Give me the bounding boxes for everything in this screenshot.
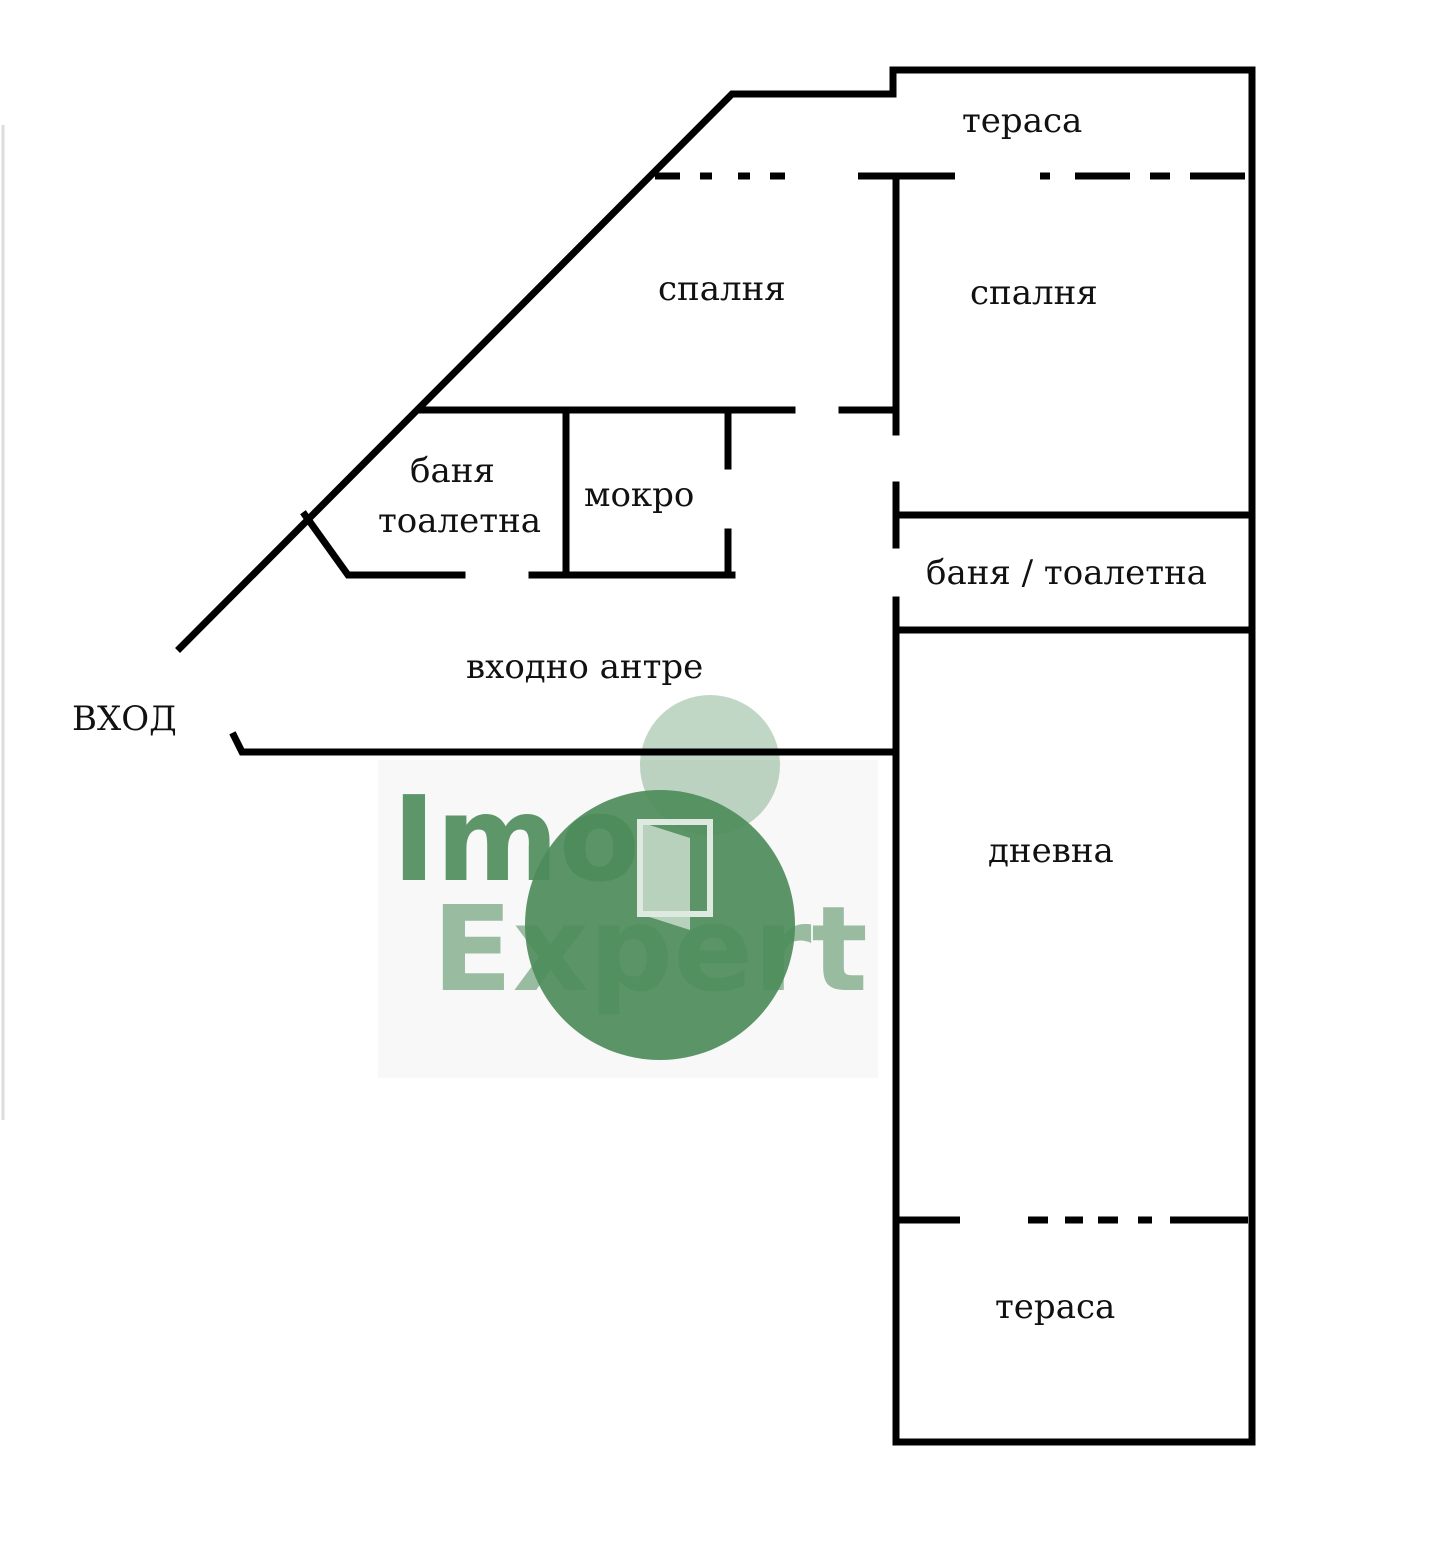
door-icon xyxy=(637,819,713,930)
watermark-circle-faint xyxy=(640,695,780,835)
watermark-line1: Imo xyxy=(392,770,640,908)
interior-walls xyxy=(300,176,1256,649)
label-entry-hall: входно антре xyxy=(466,647,703,687)
label-bath-left-2: тоалетна xyxy=(378,501,541,541)
watermark-logo: Imo Expert xyxy=(378,695,878,1078)
watermark-circle xyxy=(525,790,795,1060)
label-bedroom-right: спалня xyxy=(970,273,1098,313)
label-wet-room: мокро xyxy=(584,475,694,515)
label-living-room: дневна xyxy=(988,831,1114,871)
outer-walls xyxy=(175,66,1256,1446)
label-bath-right: баня / тоалетна xyxy=(926,553,1207,593)
label-entrance: ВХОД xyxy=(72,699,177,739)
label-terrace-top: тераса xyxy=(962,101,1082,141)
label-terrace-bottom: тераса xyxy=(995,1287,1115,1327)
label-bedroom-left: спалня xyxy=(658,269,786,309)
label-bath-left-1: баня xyxy=(410,451,495,491)
